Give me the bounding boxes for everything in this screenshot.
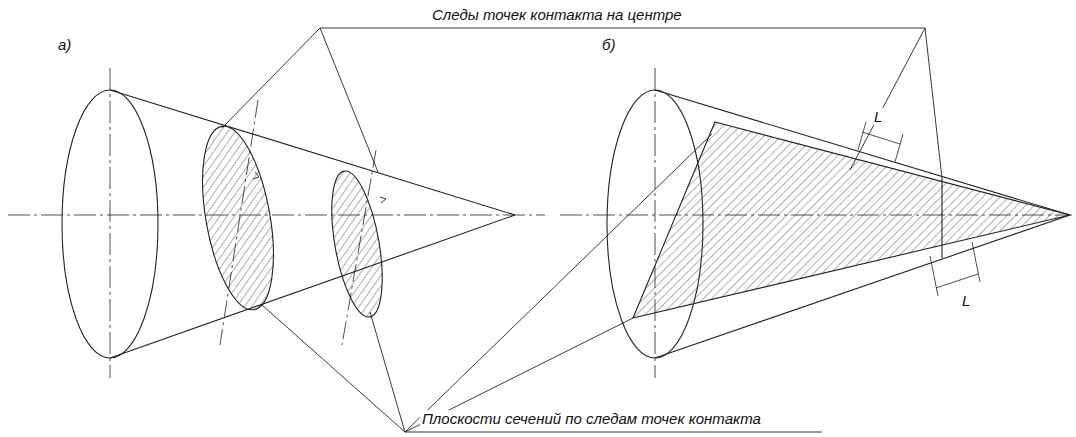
dimension-label: L xyxy=(960,292,972,309)
view-label: б) xyxy=(600,36,617,53)
leader-note: Следы точек контакта на центре xyxy=(430,6,684,23)
dimension-label: L xyxy=(872,108,884,125)
leader-note: Плоскости сечений по следам точек контак… xyxy=(420,410,763,427)
view-label: а) xyxy=(56,36,73,53)
